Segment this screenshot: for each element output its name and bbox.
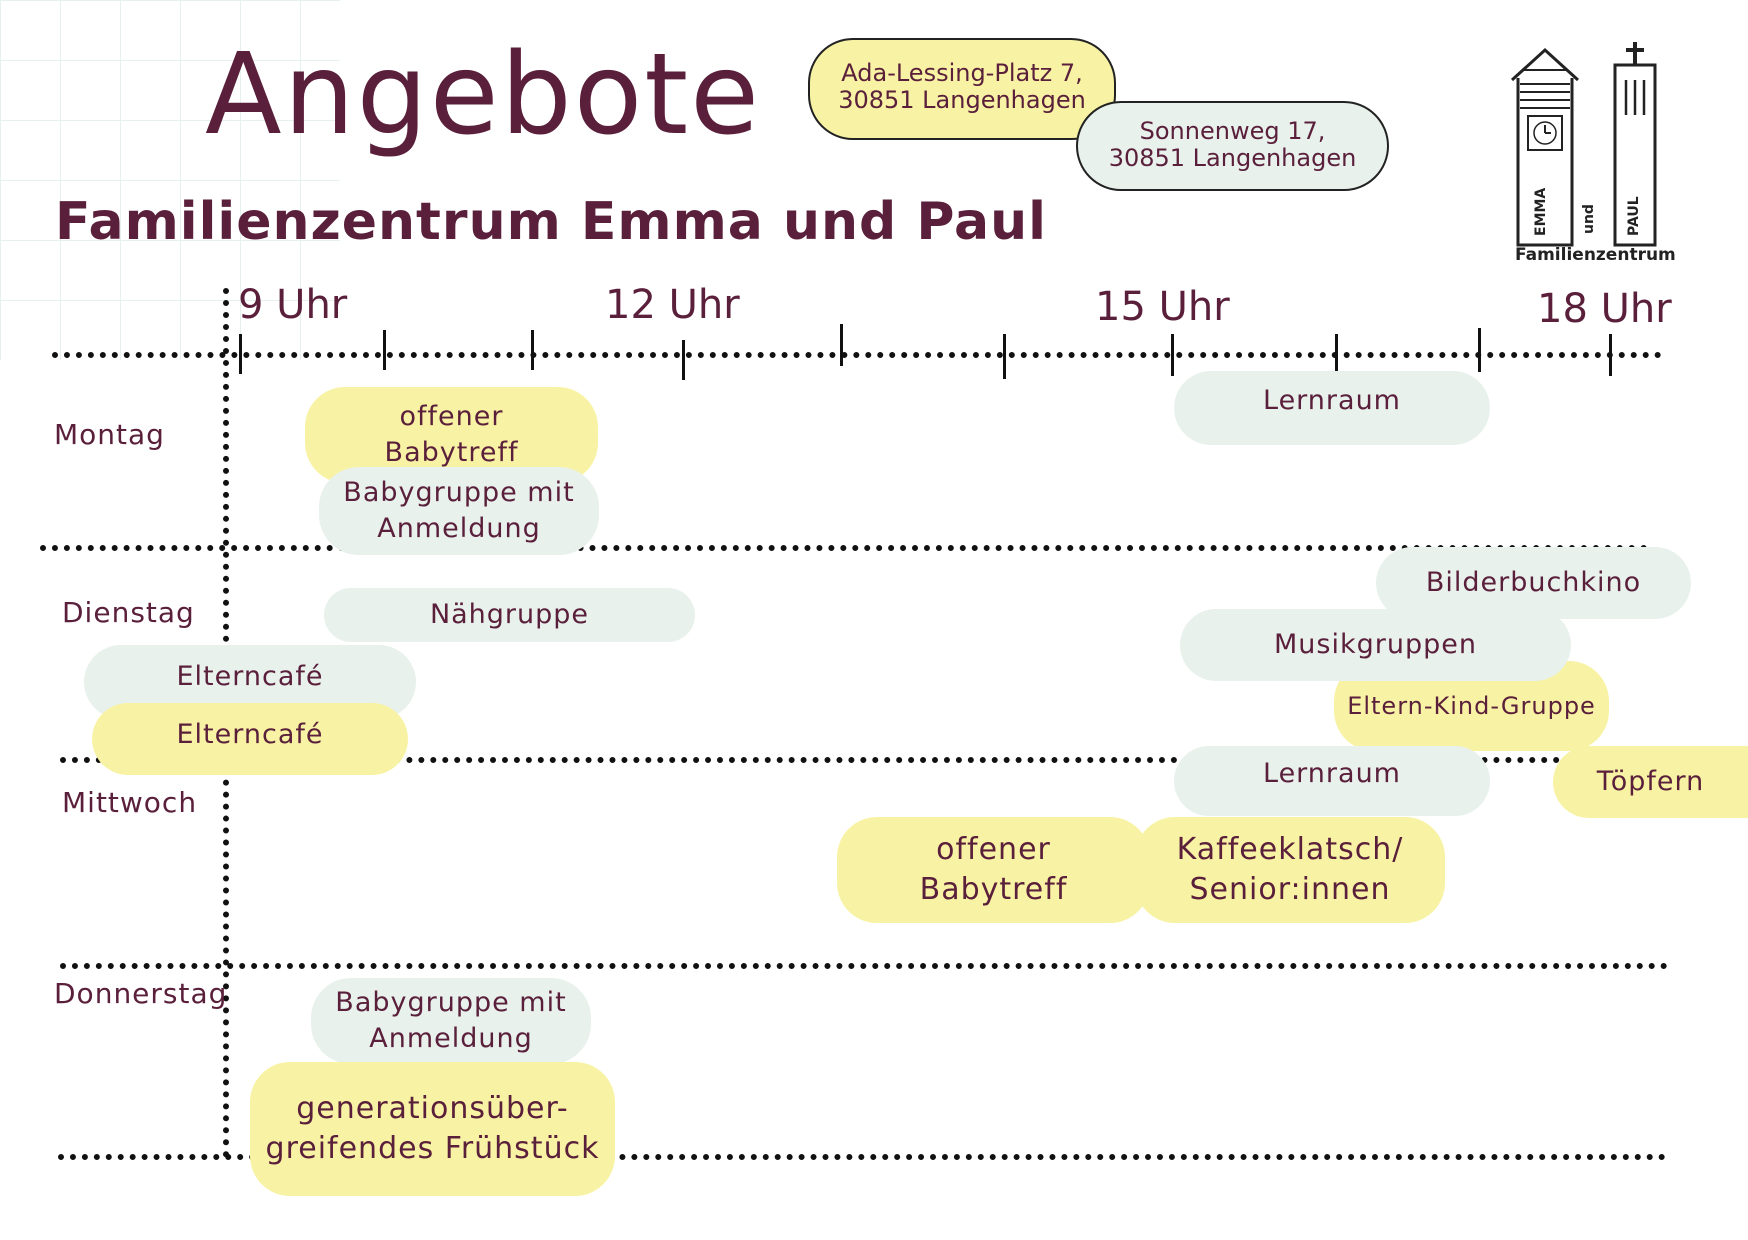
- offer-dienstag-naehgruppe: Nähgruppe: [324, 588, 695, 642]
- axis-tick: [1609, 334, 1612, 376]
- familienzentrum-logo-icon: [1510, 42, 1657, 247]
- logo-label-emma: EMMA: [1533, 187, 1549, 236]
- logo-label-und: und: [1581, 204, 1597, 234]
- axis-tick: [1003, 334, 1006, 379]
- row-separator: [40, 545, 1648, 551]
- offer-dienstag-musikgruppen: Musikgruppen: [1180, 609, 1571, 681]
- offer-mittwoch-lernraum: Lernraum: [1174, 746, 1490, 816]
- row-separator: [60, 757, 1668, 763]
- row-separator: [58, 1154, 1666, 1160]
- hour-label-9: 9 Uhr: [238, 282, 348, 328]
- offer-mittwoch-toepfern: Töpfern: [1553, 746, 1748, 818]
- logo-label-paul: PAUL: [1626, 196, 1642, 236]
- offer-dienstag-elterncafe-2: Elterncafé: [92, 703, 408, 775]
- axis-tick: [531, 330, 534, 370]
- page-title: Angebote: [205, 30, 762, 160]
- address-badge-sonnenweg: Sonnenweg 17, 30851 Langenhagen: [1076, 101, 1389, 191]
- axis-tick: [682, 340, 685, 380]
- hour-label-18: 18 Uhr: [1537, 286, 1672, 332]
- axis-tick: [239, 334, 242, 374]
- offer-donnerstag-fruehstueck: generationsüber- greifendes Frühstück: [250, 1062, 615, 1196]
- offer-donnerstag-babygruppe: Babygruppe mit Anmeldung: [311, 978, 591, 1064]
- day-label-montag: Montag: [54, 418, 165, 451]
- logo-caption: Familienzentrum: [1515, 245, 1676, 265]
- offer-mittwoch-kaffeeklatsch: Kaffeeklatsch/ Senior:innen: [1135, 817, 1445, 923]
- day-label-donnerstag: Donnerstag: [54, 977, 228, 1010]
- row-separator: [60, 963, 1668, 969]
- offer-montag-lernraum: Lernraum: [1174, 371, 1490, 445]
- day-label-dienstag: Dienstag: [62, 596, 195, 629]
- axis-tick: [840, 324, 843, 366]
- axis-tick: [1478, 328, 1481, 372]
- grid-background: [0, 0, 340, 360]
- axis-tick: [1335, 334, 1338, 376]
- day-label-mittwoch: Mittwoch: [62, 786, 198, 819]
- offer-dienstag-bilderbuchkino: Bilderbuchkino: [1376, 547, 1691, 619]
- axis-tick: [383, 330, 386, 370]
- axis-tick: [1171, 334, 1174, 376]
- offer-mittwoch-offener-babytreff: offener Babytreff: [837, 817, 1150, 923]
- hour-label-15: 15 Uhr: [1095, 284, 1230, 330]
- hour-label-12: 12 Uhr: [605, 282, 740, 328]
- offer-montag-babygruppe: Babygruppe mit Anmeldung: [319, 467, 599, 555]
- page-subtitle: Familienzentrum Emma und Paul: [55, 192, 1047, 252]
- address-badge-ada-lessing: Ada-Lessing-Platz 7, 30851 Langenhagen: [808, 38, 1116, 140]
- time-axis-line: [52, 352, 1662, 358]
